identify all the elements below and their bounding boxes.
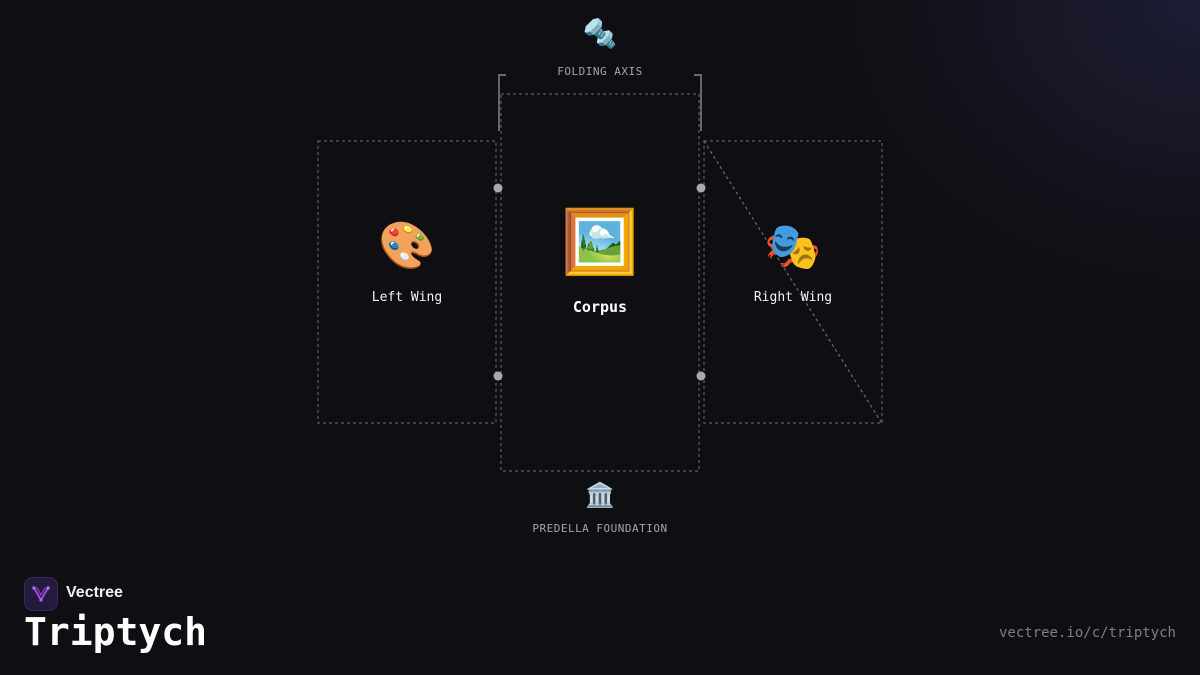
right-wing-label: Right Wing <box>753 290 833 305</box>
left-wing-label: Left Wing <box>371 290 443 305</box>
theater-masks-icon: 🎭 <box>764 219 822 273</box>
framed-picture-icon: 🖼️ <box>561 205 639 278</box>
vectree-logo-icon <box>32 586 50 602</box>
folding-axis-label: FOLDING AXIS <box>557 65 643 78</box>
folding-axis-bracket-left <box>498 74 506 131</box>
vectree-logo <box>24 577 58 611</box>
palette-icon: 🎨 <box>378 218 436 272</box>
hinge-left-top <box>493 183 503 193</box>
bolt-nut-icon: 🔩 <box>582 17 618 50</box>
right-wing-panel <box>703 140 883 424</box>
left-wing-panel <box>317 140 497 424</box>
right-wing-fold-line <box>703 140 884 426</box>
predella-foundation-label: PREDELLA FOUNDATION <box>532 522 668 535</box>
folding-axis-bracket-right <box>694 74 702 131</box>
classical-building-icon: 🏛️ <box>585 481 615 509</box>
page-url[interactable]: vectree.io/c/triptych <box>998 625 1176 641</box>
hinge-right-bottom <box>696 371 706 381</box>
corpus-panel <box>500 93 700 472</box>
brand-name: Vectree <box>66 584 123 601</box>
hinge-right-top <box>696 183 706 193</box>
hinge-left-bottom <box>493 371 503 381</box>
corpus-label: Corpus <box>572 298 628 316</box>
page-title: Triptych <box>24 610 208 654</box>
